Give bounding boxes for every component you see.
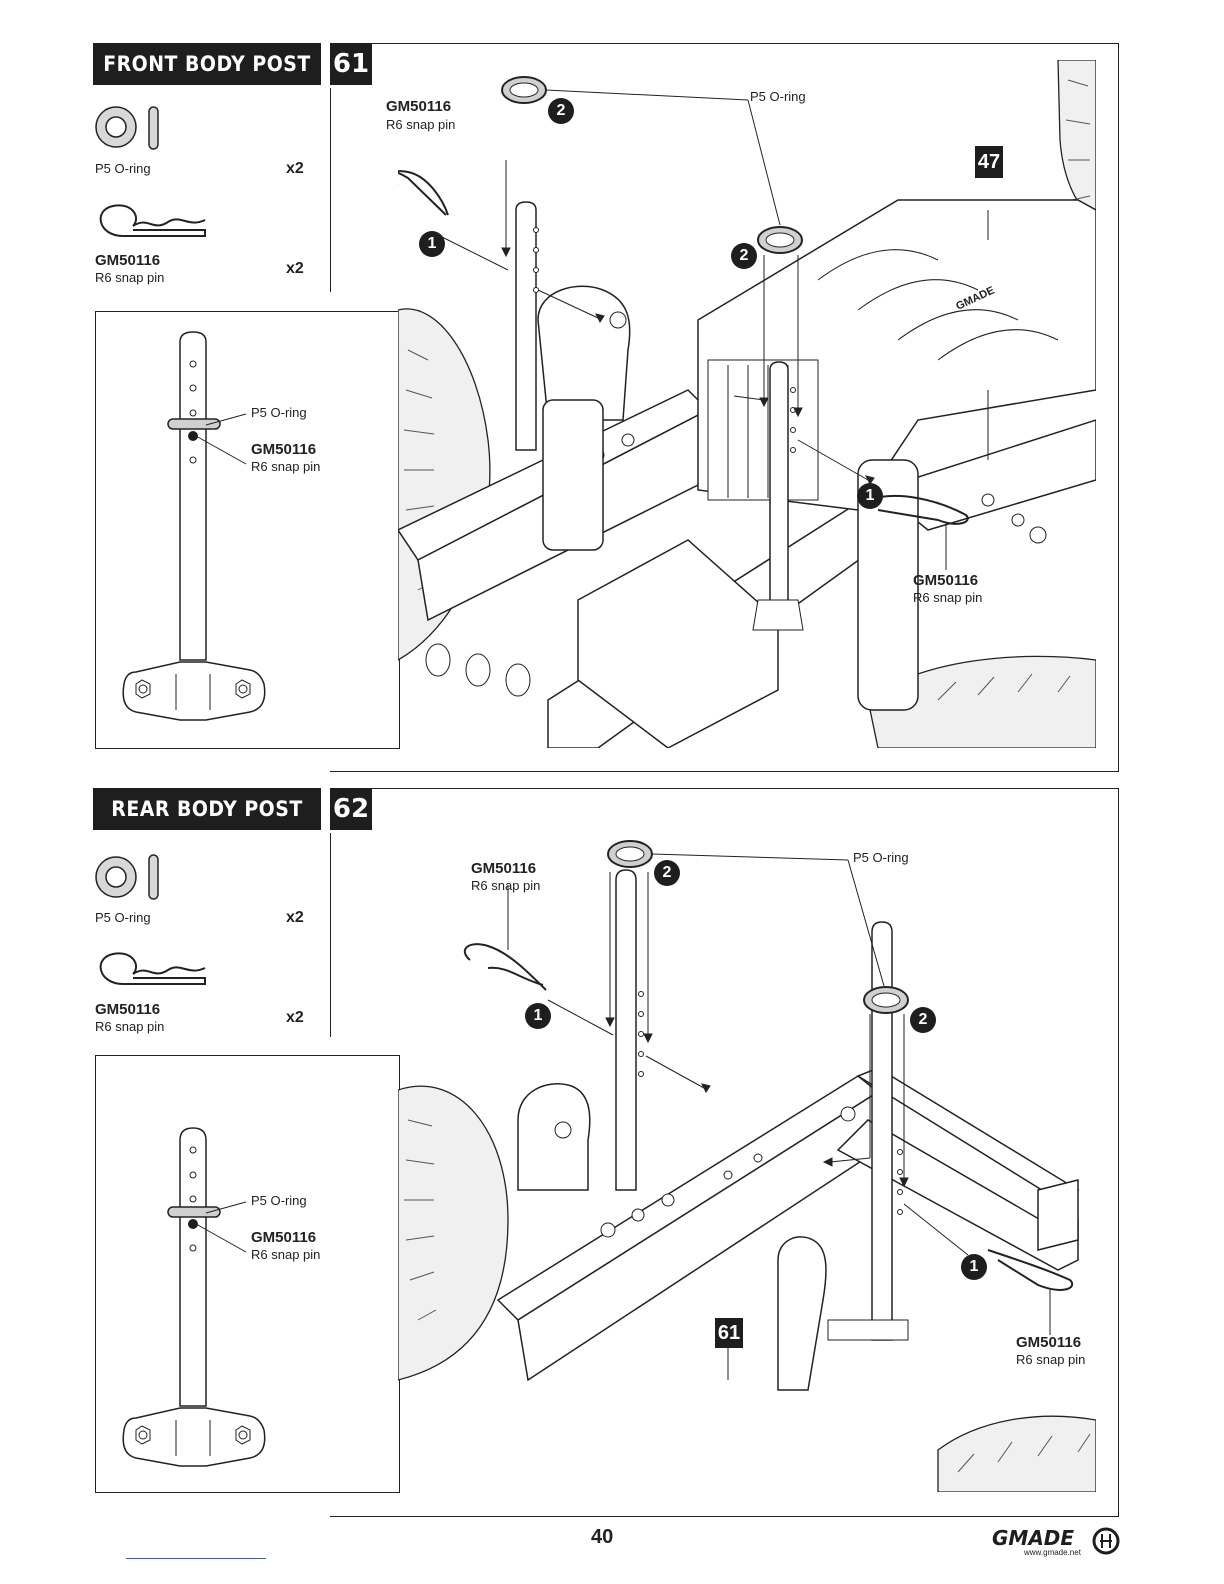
ref-step-rear: 61 bbox=[715, 1318, 743, 1348]
badge-1-rear-b: 1 bbox=[961, 1254, 987, 1280]
step-number-front: 61 bbox=[330, 43, 372, 85]
ref-step-front: 47 bbox=[975, 146, 1003, 178]
pin-code: GM50116 bbox=[95, 252, 161, 269]
pin-code-rear: GM50116 bbox=[95, 1001, 161, 1018]
detail-pin-code-rear: GM50116 bbox=[251, 1229, 317, 1246]
detail-oring-label-rear: P5 O-ring bbox=[251, 1193, 307, 1208]
badge-2-front-a: 2 bbox=[548, 98, 574, 124]
right-pin-code-rear: GM50116 bbox=[1016, 1334, 1082, 1351]
frame-top bbox=[372, 43, 1118, 44]
frame-bottom bbox=[330, 771, 1119, 772]
oring-icon bbox=[95, 106, 159, 150]
detail-pin-label-rear: R6 snap pin bbox=[251, 1247, 321, 1262]
parts-divider-rear bbox=[330, 833, 331, 1037]
section-title-front: FRONT BODY POST bbox=[93, 43, 321, 85]
detail-pin-label: R6 snap pin bbox=[251, 459, 321, 474]
detail-pin-code: GM50116 bbox=[251, 441, 317, 458]
pin-label: R6 snap pin bbox=[95, 270, 165, 285]
pin-label-rear: R6 snap pin bbox=[95, 1019, 165, 1034]
main-oring-label-front: P5 O-ring bbox=[750, 89, 806, 104]
rear-chassis-drawing bbox=[398, 840, 1096, 1492]
body-post-detail-drawing bbox=[122, 1127, 266, 1467]
frame-right bbox=[1118, 43, 1119, 772]
brand-name: GMADE bbox=[992, 1526, 1075, 1550]
detail-oring-label: P5 O-ring bbox=[251, 405, 307, 420]
main-pin-label-rear: R6 snap pin bbox=[471, 878, 541, 893]
page-number: 40 bbox=[591, 1526, 614, 1548]
right-pin-code-front: GM50116 bbox=[913, 572, 979, 589]
section-title-rear: REAR BODY POST bbox=[93, 788, 321, 830]
snap-pin-icon bbox=[99, 952, 206, 985]
main-pin-code-rear: GM50116 bbox=[471, 860, 537, 877]
oring-label: P5 O-ring bbox=[95, 161, 151, 176]
snap-pin-icon bbox=[99, 204, 206, 237]
detail-box-rear: P5 O-ring GM50116 R6 snap pin bbox=[95, 1055, 400, 1493]
pin-qty-rear: x2 bbox=[286, 1009, 304, 1026]
pin-qty: x2 bbox=[286, 260, 304, 277]
badge-2-rear-b: 2 bbox=[910, 1007, 936, 1033]
badge-1-rear-a: 1 bbox=[525, 1003, 551, 1029]
badge-2-front-b: 2 bbox=[731, 243, 757, 269]
footer-link-line bbox=[126, 1558, 266, 1559]
badge-1-front-b: 1 bbox=[857, 483, 883, 509]
main-pin-label-front: R6 snap pin bbox=[386, 117, 456, 132]
oring-icon bbox=[95, 854, 159, 900]
frame-top-rear bbox=[372, 788, 1118, 789]
gear-logo-icon bbox=[1092, 1527, 1120, 1555]
oring-qty-rear: x2 bbox=[286, 909, 304, 926]
detail-box-front: P5 O-ring GM50116 R6 snap pin bbox=[95, 311, 400, 749]
oring-qty: x2 bbox=[286, 160, 304, 177]
body-post-detail-drawing bbox=[122, 331, 266, 721]
right-pin-label-front: R6 snap pin bbox=[913, 590, 983, 605]
frame-right-rear bbox=[1118, 788, 1119, 1517]
oring-label-rear: P5 O-ring bbox=[95, 910, 151, 925]
right-pin-label-rear: R6 snap pin bbox=[1016, 1352, 1086, 1367]
brand-url: www.gmade.net bbox=[1024, 1548, 1081, 1557]
front-chassis-drawing: GMADE bbox=[398, 60, 1096, 748]
brand-logo: GMADE www.gmade.net bbox=[992, 1524, 1122, 1560]
frame-bottom-rear bbox=[330, 1516, 1119, 1517]
step-number-rear: 62 bbox=[330, 788, 372, 830]
badge-1-front-a: 1 bbox=[419, 231, 445, 257]
parts-divider bbox=[330, 88, 331, 292]
main-oring-label-rear: P5 O-ring bbox=[853, 850, 909, 865]
main-pin-code-front: GM50116 bbox=[386, 98, 452, 115]
badge-2-rear-a: 2 bbox=[654, 860, 680, 886]
